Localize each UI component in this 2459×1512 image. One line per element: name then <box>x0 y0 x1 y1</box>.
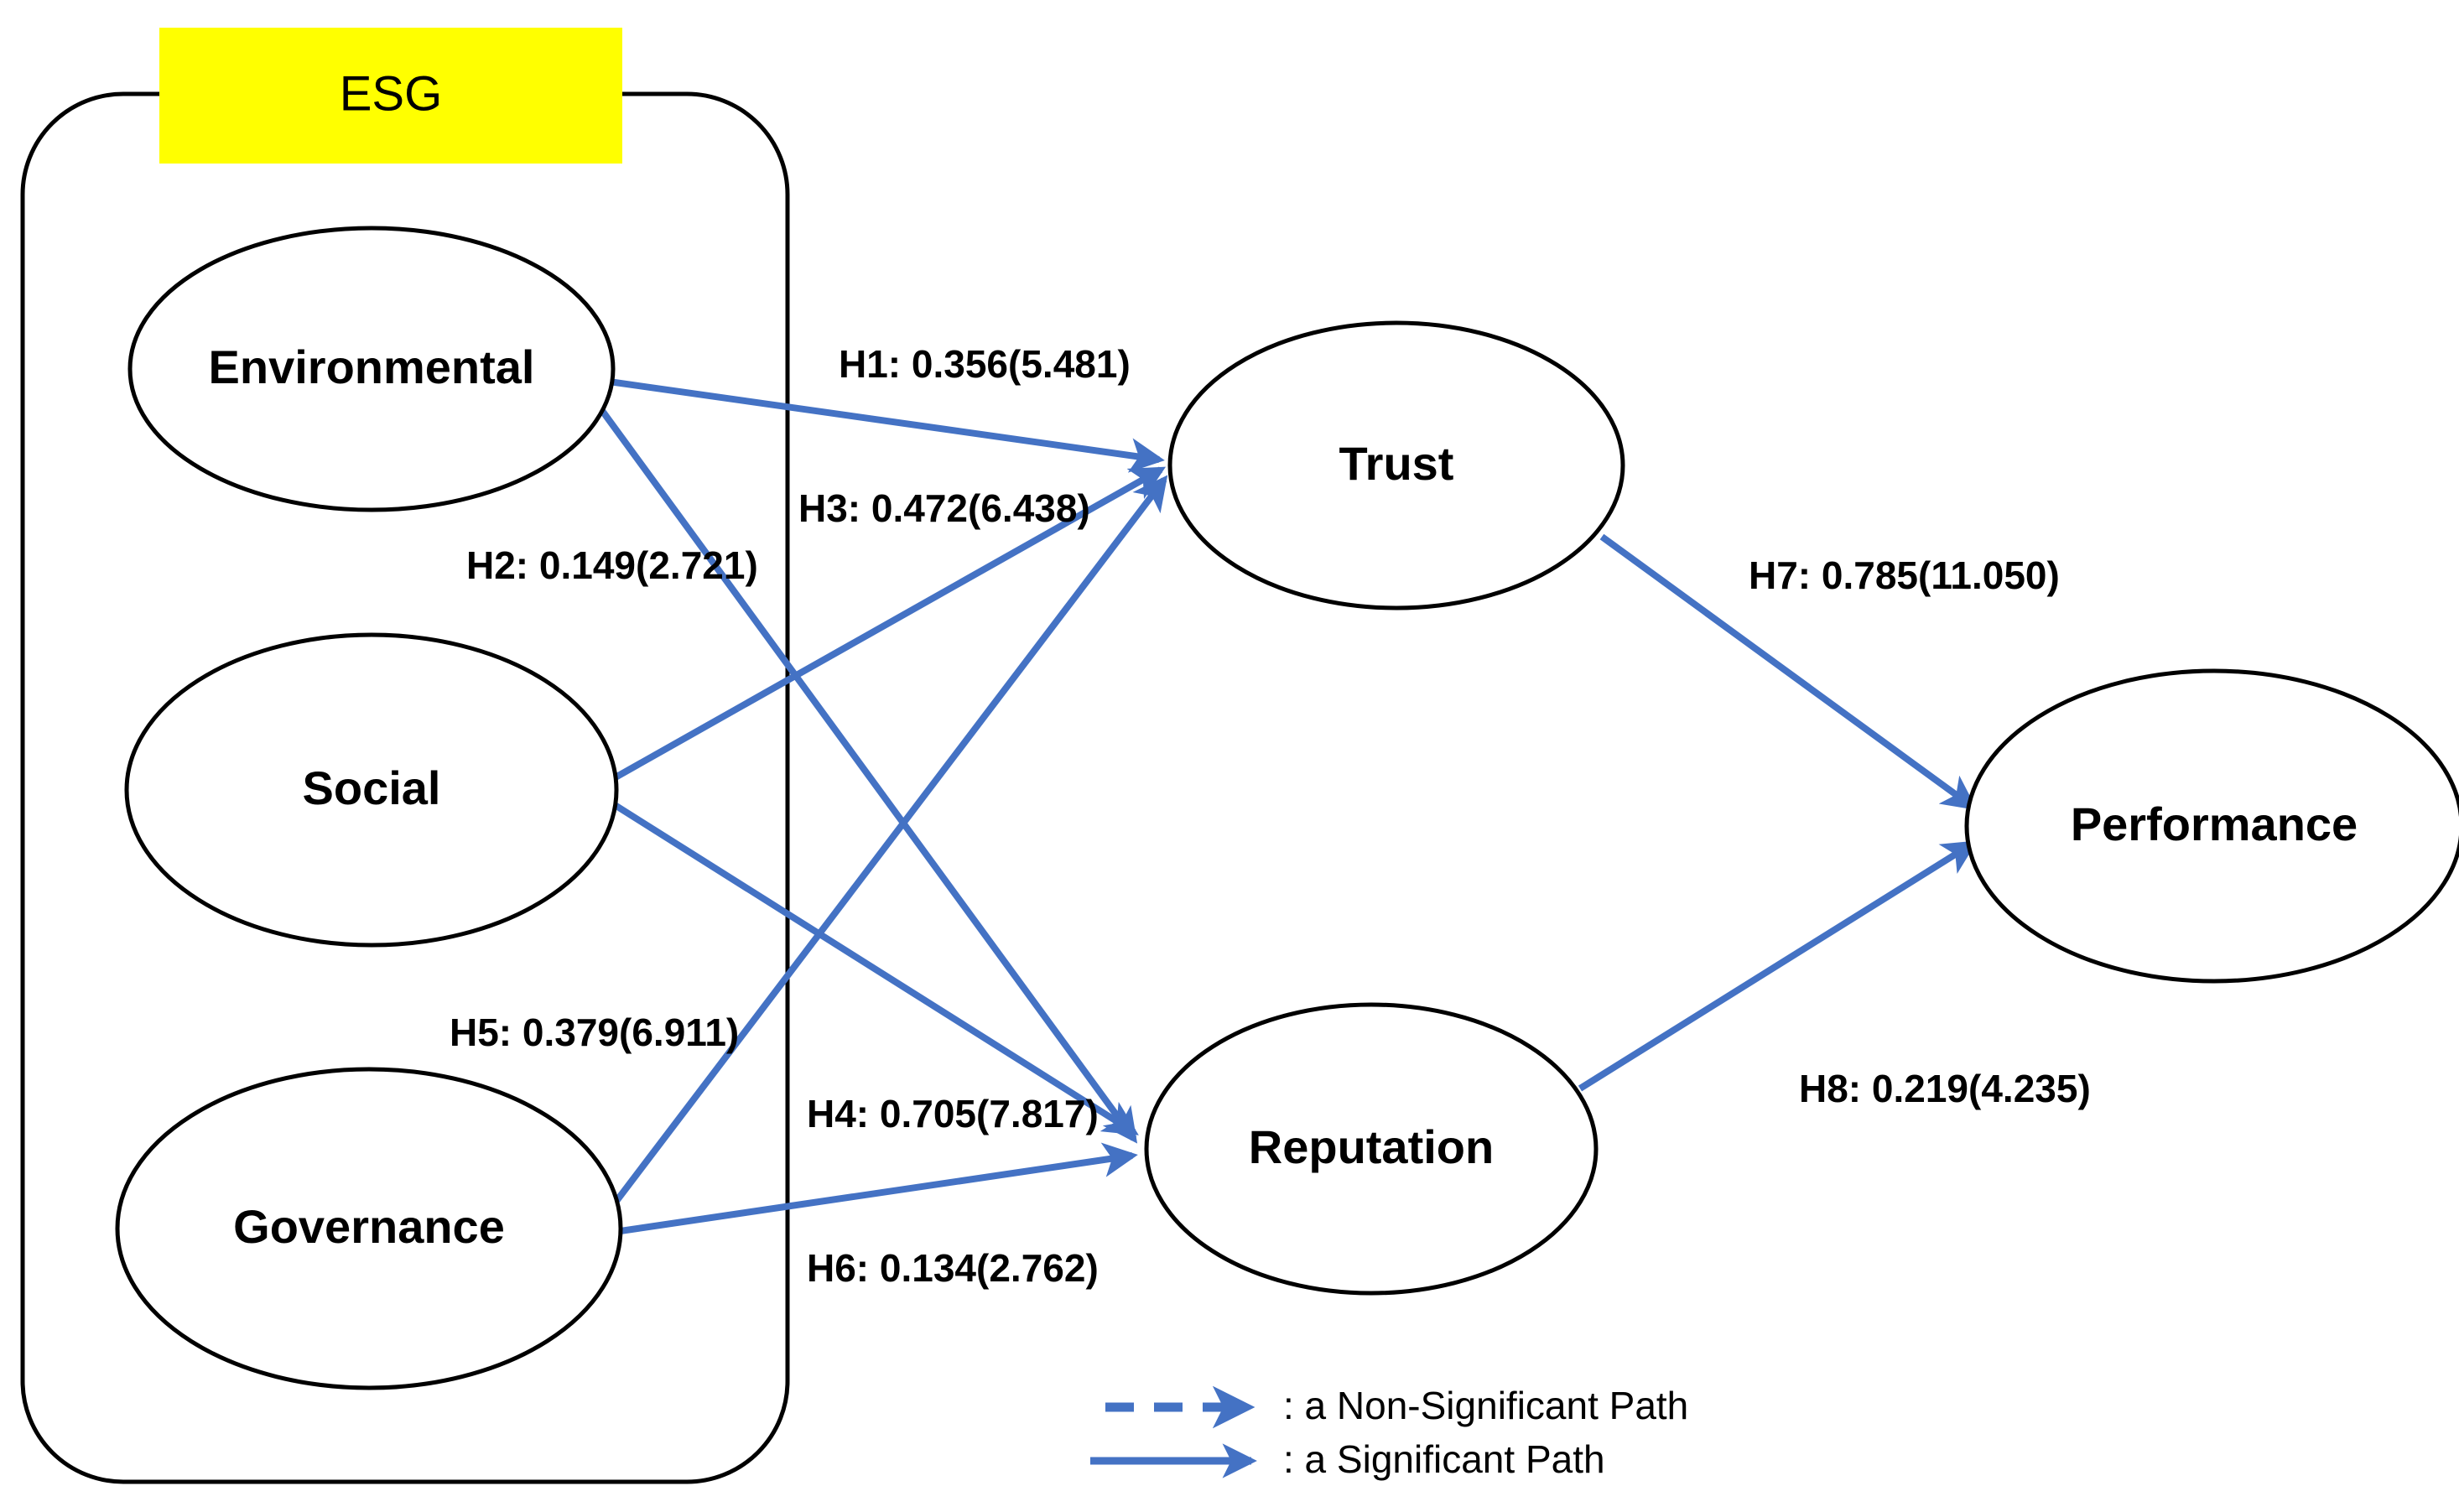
node-environmental[interactable] <box>127 226 616 512</box>
esg-banner <box>159 28 622 164</box>
path-line-h5[interactable] <box>600 475 1168 1220</box>
legend: : a Non-Significant Path : a Significant… <box>1090 1384 1688 1481</box>
path-label-h6: H6: 0.134(2.762) <box>807 1246 1099 1290</box>
legend-label-non-significant: : a Non-Significant Path <box>1283 1384 1688 1427</box>
node-social[interactable] <box>124 632 619 948</box>
node-trust[interactable] <box>1167 320 1625 611</box>
path-line-h8[interactable] <box>1578 840 1978 1092</box>
path-line-h4[interactable] <box>610 800 1139 1135</box>
node-label-social: Social <box>303 761 441 814</box>
path-label-h1: H1: 0.356(5.481) <box>839 342 1131 386</box>
node-label-environmental: Environmental <box>209 340 535 393</box>
path-line-h3[interactable] <box>612 466 1167 782</box>
path-line-h1[interactable] <box>608 378 1165 473</box>
path-label-h3: H3: 0.472(6.438) <box>798 486 1090 530</box>
path-label-h8: H8: 0.219(4.235) <box>1799 1067 2091 1110</box>
path-line-h2[interactable] <box>597 406 1138 1144</box>
esg-banner-label: ESG <box>340 66 443 121</box>
node-label-trust: Trust <box>1339 437 1454 490</box>
path-label-h2: H2: 0.149(2.721) <box>466 543 758 587</box>
path-line-h6[interactable] <box>608 1142 1138 1236</box>
path-label-h7: H7: 0.785(11.050) <box>1749 553 2060 597</box>
path-label-h4: H4: 0.705(7.817) <box>807 1092 1099 1135</box>
node-label-governance: Governance <box>233 1200 505 1253</box>
node-label-performance: Performance <box>2071 798 2358 850</box>
path-label-h5: H5: 0.379(6.911) <box>450 1011 739 1054</box>
node-label-reputation: Reputation <box>1249 1120 1494 1173</box>
node-reputation[interactable] <box>1144 1002 1599 1296</box>
legend-label-significant: : a Significant Path <box>1283 1437 1605 1481</box>
node-performance[interactable] <box>1964 668 2459 984</box>
path-line-h7[interactable] <box>1599 533 1978 811</box>
node-governance[interactable] <box>115 1067 623 1390</box>
